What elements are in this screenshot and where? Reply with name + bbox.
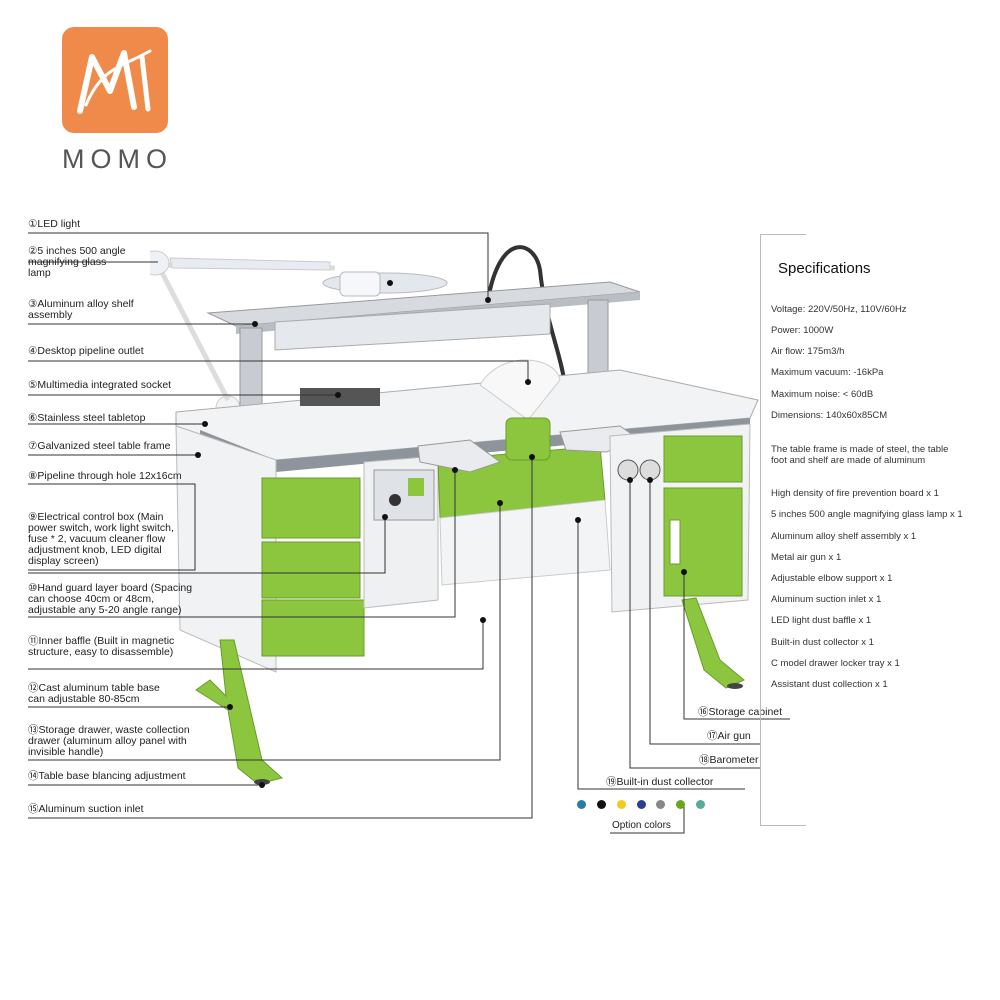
- label-pipeline-outlet: ④Desktop pipeline outlet: [28, 345, 144, 357]
- label-dust-collector: ⑲Built-in dust collector: [606, 776, 714, 788]
- label-suction-inlet: ⑮Aluminum suction inlet: [28, 803, 144, 815]
- workstation-illustration: [150, 245, 759, 785]
- option-colors-label: Option colors: [612, 820, 671, 831]
- spec-line: Power: 1000W: [771, 325, 834, 336]
- spec-line: High density of fire prevention board x …: [771, 488, 939, 499]
- label-pipeline-hole: ⑧Pipeline through hole 12x16cm: [28, 470, 182, 482]
- spec-line: Built-in dust collector x 1: [771, 637, 874, 648]
- spec-border-bottom: [760, 825, 806, 826]
- spec-line: Voltage: 220V/50Hz, 110V/60Hz: [771, 304, 907, 315]
- color-swatch: [676, 800, 685, 809]
- aluminum-shelf-icon: [206, 281, 641, 411]
- dust-collector-icon: [417, 417, 642, 586]
- spec-line: The table frame is made of steel, the ta…: [771, 444, 949, 466]
- specifications-title: Specifications: [778, 260, 871, 277]
- label-multimedia-socket: ⑤Multimedia integrated socket: [28, 379, 172, 391]
- label-shelf-assembly: ③Aluminum alloy shelf assembly: [28, 298, 134, 321]
- label-tabletop: ⑥Stainless steel tabletop: [28, 412, 146, 424]
- brand-name: MOMO: [62, 144, 173, 174]
- color-swatch: [617, 800, 626, 809]
- spec-line: C model drawer locker tray x 1: [771, 658, 900, 669]
- label-hand-guard: ⑩Hand guard layer board (Spacing can cho…: [28, 582, 193, 616]
- storage-cabinet-icon: [609, 423, 751, 613]
- storage-drawers-icon: [175, 425, 439, 673]
- spec-line: Assistant dust collection x 1: [771, 679, 888, 690]
- label-storage-drawer: ⑬Storage drawer, waste collection drawer…: [28, 724, 190, 758]
- label-table-frame: ⑦Galvanized steel table frame: [28, 440, 171, 452]
- spec-line: Adjustable elbow support x 1: [771, 573, 893, 584]
- spec-line: Aluminum suction inlet x 1: [771, 594, 882, 605]
- color-swatch: [637, 800, 646, 809]
- spec-line: Maximum vacuum: -16kPa: [771, 367, 884, 378]
- spec-line: 5 inches 500 angle magnifying glass lamp…: [771, 509, 963, 520]
- led-light-icon: [486, 245, 567, 386]
- label-base-balancing: ⑭Table base blancing adjustment: [28, 770, 186, 782]
- spec-line: Aluminum alloy shelf assembly x 1: [771, 531, 917, 542]
- label-inner-baffle: ⑪Inner baffle (Built in magnetic structu…: [28, 635, 175, 658]
- label-led-light: ①LED light: [28, 218, 81, 230]
- spec-border: [760, 234, 761, 826]
- spec-line: LED light dust baffle x 1: [771, 615, 872, 626]
- label-table-base: ⑫Cast aluminum table base can adjustable…: [28, 682, 160, 705]
- spec-line: Maximum noise: < 60dB: [771, 389, 874, 400]
- logo-mark-icon: [77, 49, 152, 114]
- spec-line: Metal air gun x 1: [771, 552, 842, 563]
- color-swatch: [696, 800, 705, 809]
- label-barometer: ⑱Barometer: [699, 754, 759, 766]
- color-swatch: [656, 800, 665, 809]
- table-base-icon: [195, 597, 745, 785]
- spec-line: Dimensions: 140x60x85CM: [771, 410, 888, 421]
- brand-logo: [62, 27, 168, 133]
- label-magnifying-lamp: ②5 inches 500 angle magnifying glass lam…: [28, 245, 126, 279]
- color-swatch: [597, 800, 606, 809]
- spec-line: Air flow: 175m3/h: [771, 346, 845, 357]
- label-storage-cabinet: ⑯Storage cabinet: [698, 706, 783, 718]
- label-air-gun: ⑰Air gun: [707, 730, 751, 742]
- label-control-box: ⑨Electrical control box (Main power swit…: [28, 511, 174, 567]
- spec-border-top: [760, 234, 806, 235]
- color-swatch: [577, 800, 586, 809]
